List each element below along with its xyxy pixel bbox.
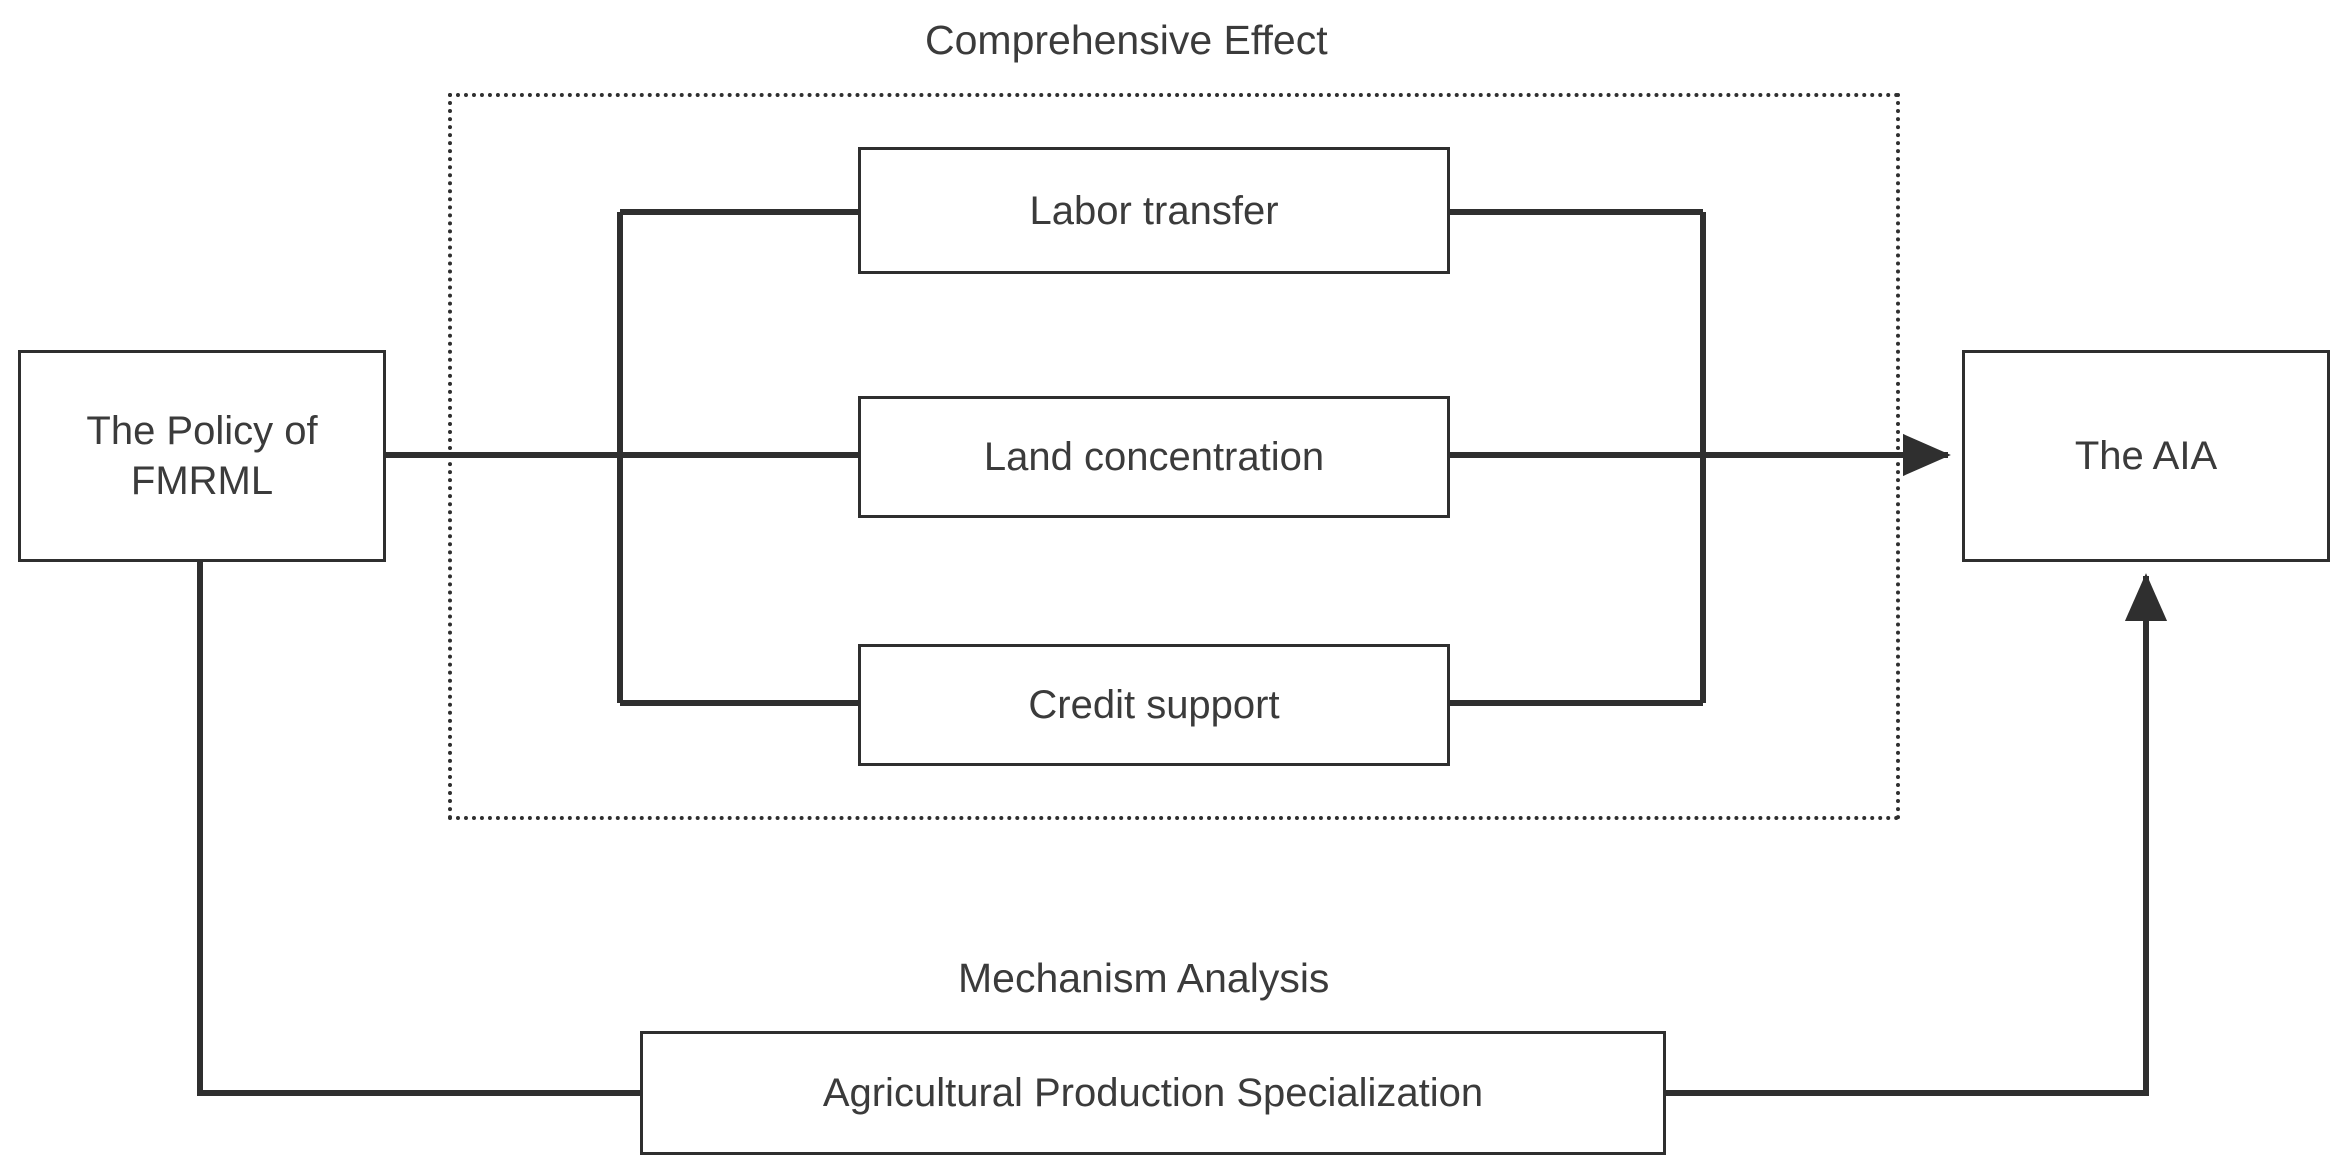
node-policy-line-1: The Policy of	[86, 409, 318, 453]
mechanism-analysis-label: Mechanism Analysis	[958, 955, 1330, 1001]
node-agricultural-production-specialization[interactable]: Agricultural Production Specialization	[640, 1031, 1666, 1155]
node-policy-of-fmrml[interactable]: The Policy of FMRML	[18, 350, 386, 562]
node-policy-line-2: FMRML	[130, 459, 274, 503]
node-policy-of-fmrml-label: The Policy of FMRML	[86, 406, 317, 506]
node-the-aia-label: The AIA	[2074, 434, 2218, 478]
node-land-concentration-label: Land concentration	[983, 435, 1325, 479]
node-credit-support-label: Credit support	[1028, 683, 1280, 727]
node-credit-support[interactable]: Credit support	[858, 644, 1450, 766]
node-labor-transfer-label: Labor transfer	[1029, 188, 1279, 233]
node-agricultural-production-specialization-label: Agricultural Production Specialization	[822, 1071, 1484, 1115]
node-the-aia[interactable]: The AIA	[1962, 350, 2330, 562]
comprehensive-effect-label: Comprehensive Effect	[925, 17, 1328, 63]
node-labor-transfer[interactable]: Labor transfer	[858, 147, 1450, 274]
node-land-concentration[interactable]: Land concentration	[858, 396, 1450, 518]
